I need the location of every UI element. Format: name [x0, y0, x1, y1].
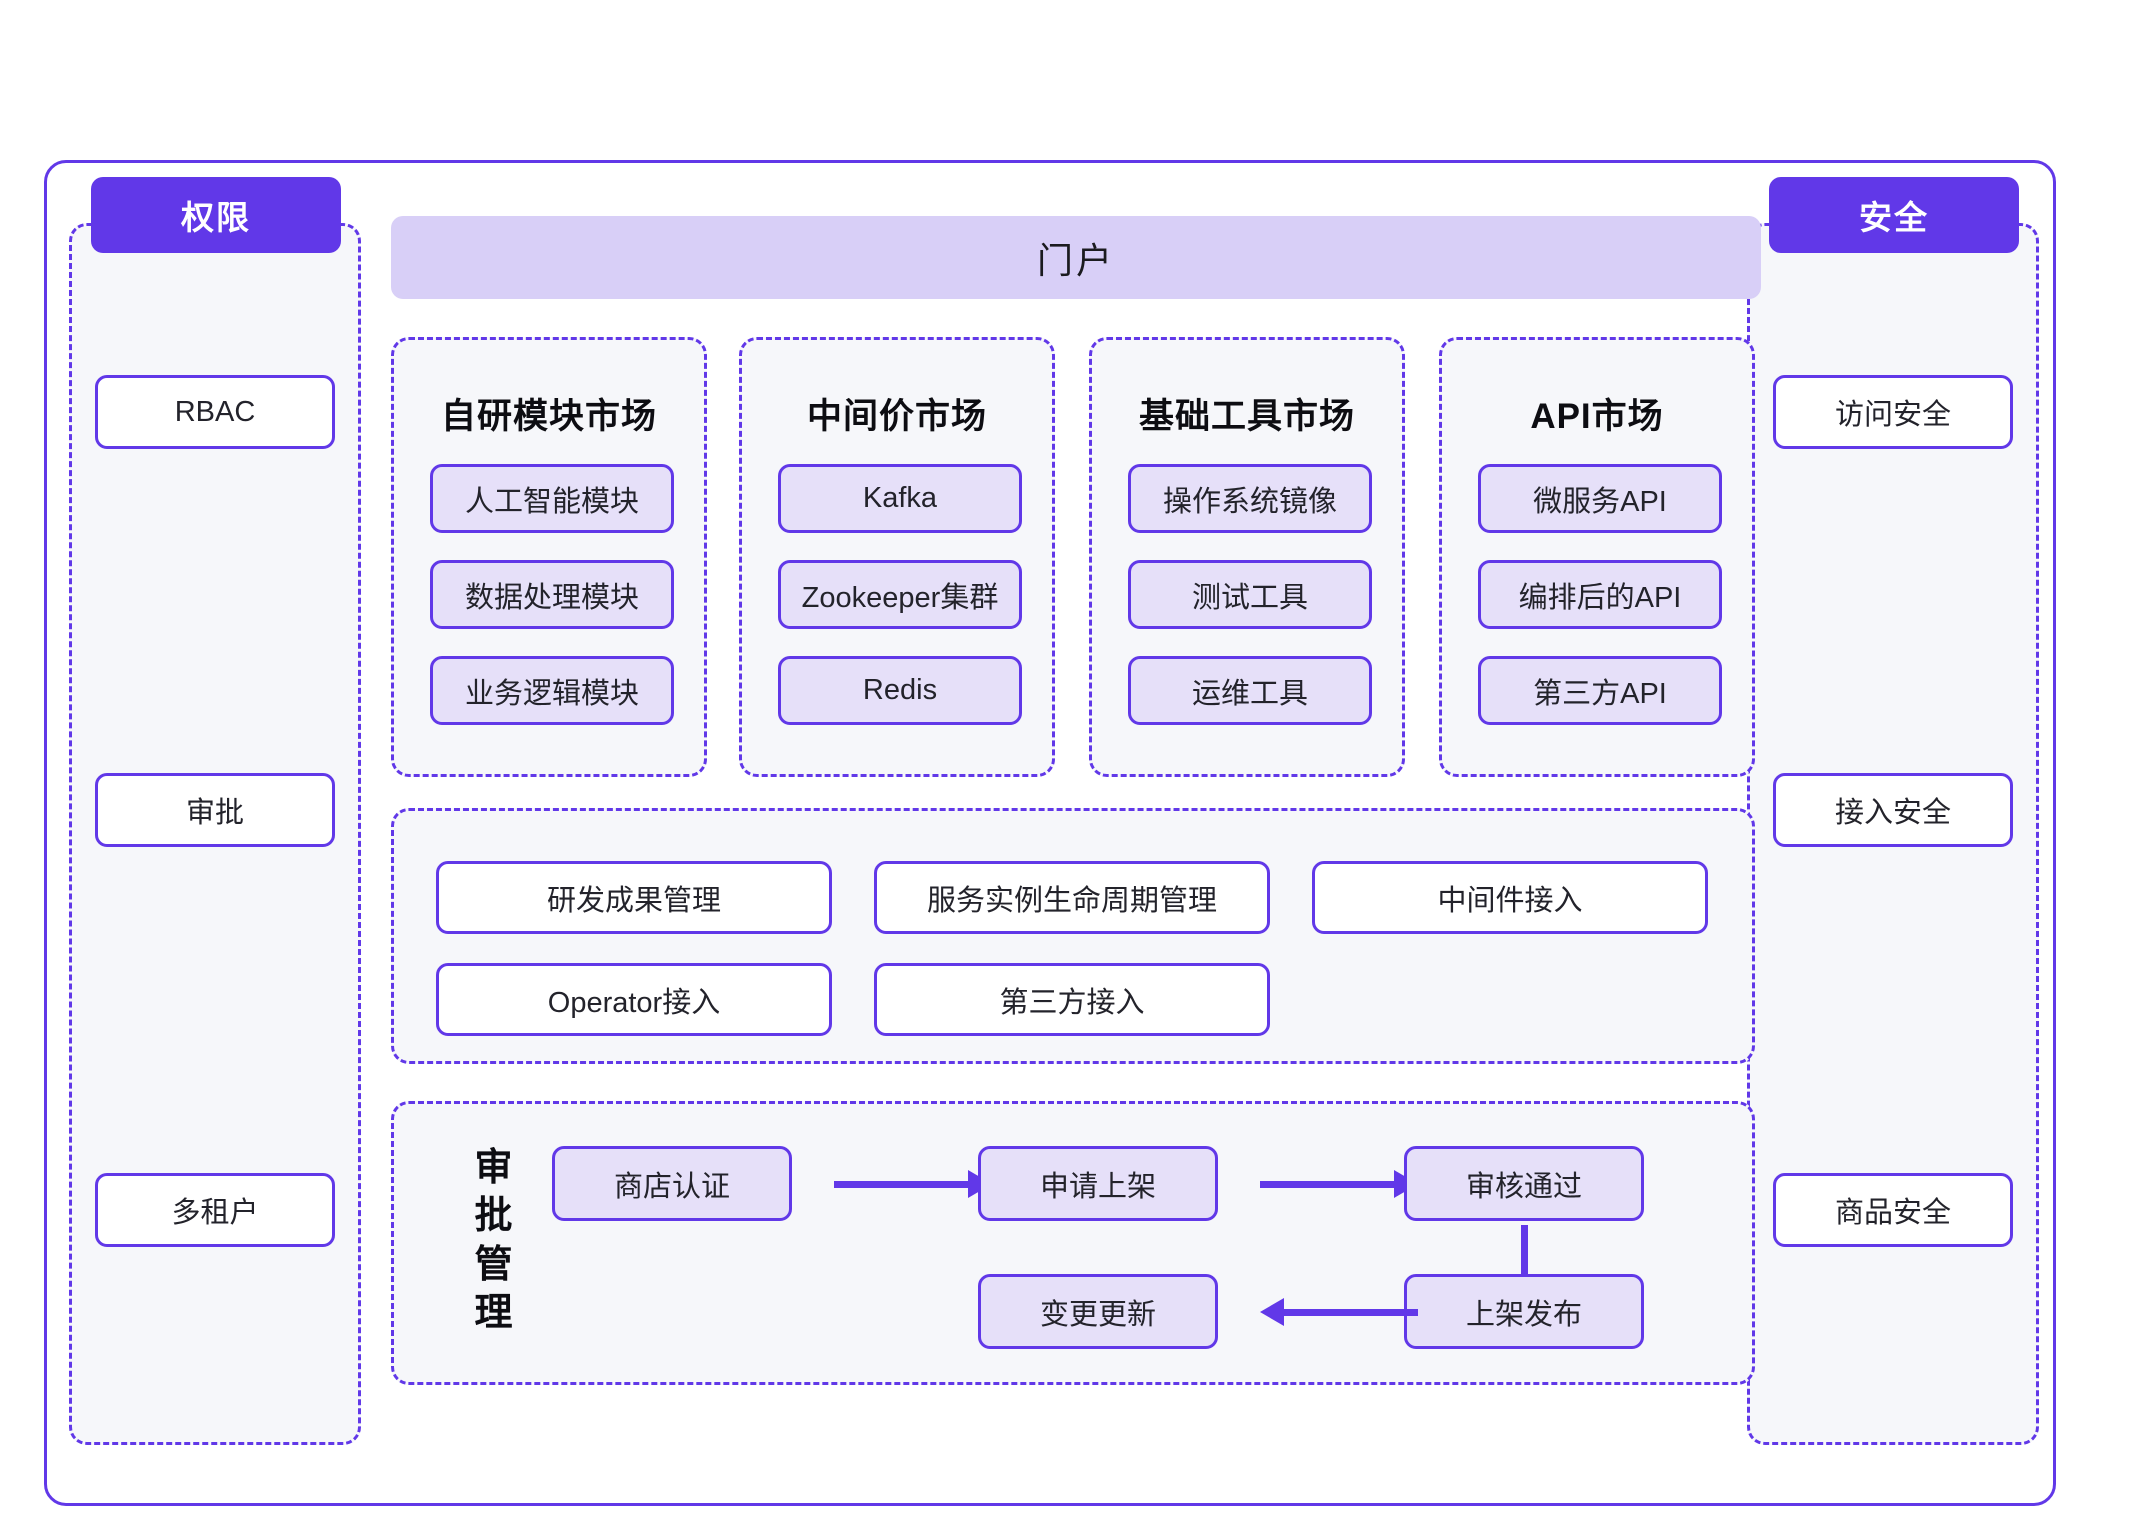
market-title: 基础工具市场	[1138, 397, 1355, 436]
flow-step-change-update[interactable]: 变更更新	[978, 1274, 1218, 1349]
approval-workflow-panel: 审批管理 商店认证 申请上架 审核通过 上架发布 变更更新	[391, 1101, 1755, 1385]
market-item[interactable]: Kafka	[778, 464, 1022, 533]
arrow-right-shopcert-to-apply	[834, 1146, 992, 1221]
sidebar-item-entry-security[interactable]: 接入安全	[1773, 773, 2013, 847]
approval-panel-label: 审批管理	[474, 1147, 514, 1334]
mgmt-item-thirdparty-access[interactable]: 第三方接入	[874, 963, 1270, 1036]
sidebar-item-access-security[interactable]: 访问安全	[1773, 375, 2013, 449]
market-item[interactable]: 测试工具	[1128, 560, 1372, 629]
arrow-right-apply-to-review	[1260, 1146, 1418, 1221]
market-item[interactable]: 运维工具	[1128, 656, 1372, 725]
market-title: 自研模块市场	[440, 397, 657, 436]
market-column-middleware: 中间价市场 Kafka Zookeeper集群 Redis	[739, 337, 1055, 777]
market-title: 中间价市场	[806, 397, 987, 436]
architecture-diagram-frame: 权限 RBAC 审批 多租户 安全 访问安全 接入安全 商品安全 门户 自研模块…	[44, 160, 2056, 1506]
flow-step-publish[interactable]: 上架发布	[1404, 1274, 1644, 1349]
market-item[interactable]: 人工智能模块	[430, 464, 674, 533]
market-item[interactable]: 数据处理模块	[430, 560, 674, 629]
mgmt-item-rnd-asset[interactable]: 研发成果管理	[436, 861, 832, 934]
mgmt-item-middleware-access[interactable]: 中间件接入	[1312, 861, 1708, 934]
market-item[interactable]: 编排后的API	[1478, 560, 1722, 629]
market-column-self-developed: 自研模块市场 人工智能模块 数据处理模块 业务逻辑模块	[391, 337, 707, 777]
flow-step-apply-listing[interactable]: 申请上架	[978, 1146, 1218, 1221]
right-panel-badge: 安全	[1769, 177, 2019, 253]
sidebar-item-rbac[interactable]: RBAC	[95, 375, 335, 449]
left-panel-badge: 权限	[91, 177, 341, 253]
management-panel: 研发成果管理 服务实例生命周期管理 中间件接入 Operator接入 第三方接入	[391, 808, 1755, 1064]
sidebar-item-product-security[interactable]: 商品安全	[1773, 1173, 2013, 1247]
sidebar-item-multitenant[interactable]: 多租户	[95, 1173, 335, 1247]
market-item[interactable]: Redis	[778, 656, 1022, 725]
market-item[interactable]: 业务逻辑模块	[430, 656, 674, 725]
market-column-api: API市场 微服务API 编排后的API 第三方API	[1439, 337, 1755, 777]
portal-header-bar: 门户	[391, 216, 1761, 299]
market-column-base-tools: 基础工具市场 操作系统镜像 测试工具 运维工具	[1089, 337, 1405, 777]
flow-step-shop-cert[interactable]: 商店认证	[552, 1146, 792, 1221]
sidebar-item-approval[interactable]: 审批	[95, 773, 335, 847]
market-item[interactable]: 第三方API	[1478, 656, 1722, 725]
flow-step-review-passed[interactable]: 审核通过	[1404, 1146, 1644, 1221]
market-item[interactable]: Zookeeper集群	[778, 560, 1022, 629]
mgmt-item-operator-access[interactable]: Operator接入	[436, 963, 832, 1036]
mgmt-item-service-lifecycle[interactable]: 服务实例生命周期管理	[874, 861, 1270, 934]
arrow-left-publish-to-change	[1260, 1274, 1418, 1349]
market-item[interactable]: 操作系统镜像	[1128, 464, 1372, 533]
market-title: API市场	[1530, 397, 1664, 436]
market-item[interactable]: 微服务API	[1478, 464, 1722, 533]
